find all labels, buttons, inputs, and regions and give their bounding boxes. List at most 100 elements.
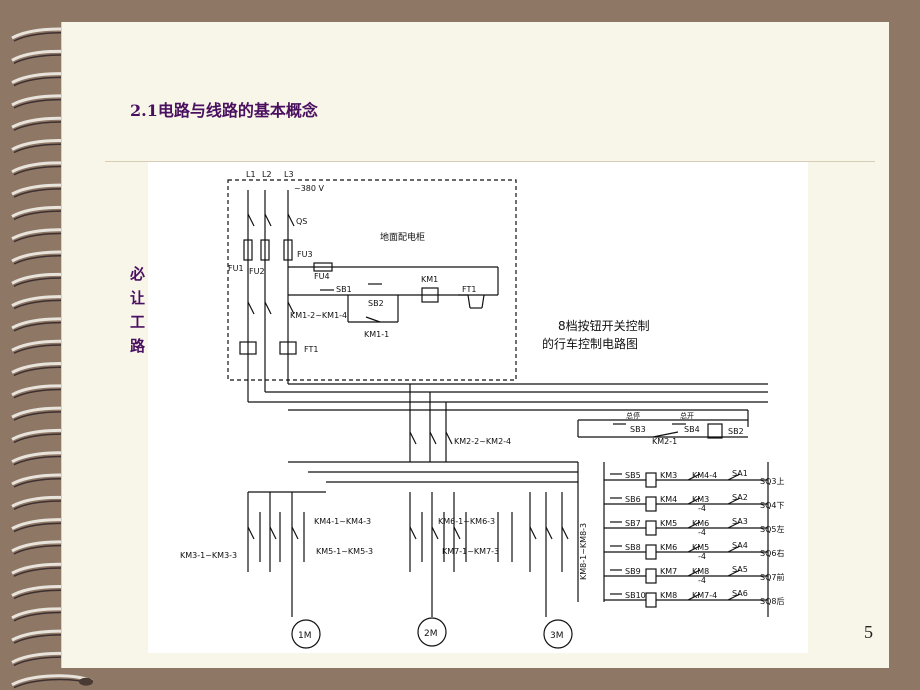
fuse-fu4 [313,262,333,272]
fuse-fu2 [260,239,270,261]
selector-label: SA5 [732,565,748,574]
qs-label: QS [296,217,307,226]
km1-coil-label: KM1 [421,275,438,284]
coil-label: KM3 [660,471,677,480]
interlock-sub-label: -4 [698,552,706,561]
motor-3m [543,619,573,649]
limit-switch-label: SQ8后 [760,596,784,606]
interlock-sub-label: -4 [698,504,706,513]
interlock-label: KM6 [692,519,709,528]
title-divider [105,161,875,162]
selector-contact [727,473,741,481]
coil-km2 [707,423,723,439]
phase-l1: L1 [246,170,256,179]
coil-label: KM5 [660,519,677,528]
limit-switch-label: SQ6右 [760,548,784,558]
button-label: SB10 [625,591,646,600]
selector-label: SA3 [732,517,748,526]
selector-contact [727,497,741,505]
fuse-fu3 [283,239,293,261]
coil-km1 [421,287,439,303]
button-label: SB6 [625,495,641,504]
interlock-label: KM8 [692,567,709,576]
interlock-contact [687,473,701,481]
partial-char: 必 [130,265,146,283]
km5-contacts-label: KM5-1~KM5-3 [316,547,373,556]
partial-char: 让 [130,289,146,307]
interlock-label: KM4-4 [692,471,717,480]
motor-branch-2 [409,492,467,572]
sb2b-label: SB2 [728,427,744,436]
interlock-contact [687,545,701,553]
phase-l2: L2 [262,170,272,179]
km3-contacts-label: KM3-1~KM3-3 [180,551,237,560]
coil-symbol [645,472,657,488]
coil-symbol [645,496,657,512]
selector-contact [727,545,741,553]
motor-branch-3 [497,492,569,572]
km2-contacts-label: KM2-2~KM2-4 [454,437,511,446]
sb2-label: SB2 [368,299,384,308]
km8-contacts-label: KM8-1~KM8-3 [579,523,588,580]
selector-label: SA6 [732,589,748,598]
limit-switch-label: SQ3上 [760,477,784,486]
fu1-label: FU1 [228,264,244,273]
partial-char: 路 [130,337,146,355]
motor-1m-label: 1M [298,631,312,641]
sb1-label: SB1 [336,285,352,294]
limit-switch-label: SQ4下 [760,501,784,510]
km1-contacts-label: KM1-2~KM1-4 [290,311,347,320]
selector-contact [727,593,741,601]
coil-label: KM4 [660,495,677,504]
sb4-label: SB4 [684,425,700,434]
ft1-contact-label: FT1 [462,285,476,294]
fu3-label: FU3 [297,250,313,259]
interlock-contact [687,521,701,529]
motor-3m-label: 3M [550,631,564,641]
fu4-label: FU4 [314,272,330,281]
motor-2m-label: 2M [424,629,438,639]
motor-branch-1 [247,491,326,572]
button-label: SB7 [625,519,641,528]
cabinet-box [227,179,517,381]
interlock-label: KM3 [692,495,709,504]
motor-2m [417,617,447,647]
coil-symbol [645,592,657,608]
cabinet-label: 地面配电柜 [380,231,425,243]
slide-title: 2.1电路与线路的基本概念 [130,101,318,120]
interlock-label: KM5 [692,543,709,552]
interlock-sub-label: -4 [698,576,706,585]
km4-contacts-label: KM4-1~KM4-3 [314,517,371,526]
selector-label: SA2 [732,493,748,502]
selector-label: SA4 [732,541,748,550]
button-label: SB9 [625,567,641,576]
control-ladder [604,472,768,608]
coil-label: KM7 [660,567,677,576]
limit-switch-label: SQ7前 [760,572,784,582]
button-label: SB5 [625,471,641,480]
partial-char: 工 [130,313,146,331]
binding-hole [79,677,93,686]
motor-1m [291,619,321,649]
ft1-label: FT1 [304,345,318,354]
coil-label: KM8 [660,591,677,600]
circuit-diagram: L1 L2 L3 ~380 V QS 地面配电柜 FU1 FU2 FU3 FU4… [148,162,808,653]
zongting-label: 总停 [626,411,640,420]
fu2-label: FU2 [249,267,265,276]
selector-contact [727,521,741,529]
selector-contact [727,569,741,577]
voltage-label: ~380 V [294,184,325,193]
caption-line1: 8档按钮开关控制 [558,318,650,333]
button-label: SB8 [625,543,641,552]
partial-body-text: 必 让 工 路 [130,262,150,358]
coil-label: KM6 [660,543,677,552]
coil-symbol [645,520,657,536]
limit-switch-label: SQ5左 [760,524,784,534]
km7-contacts-label: KM7-1~KM7-3 [442,547,499,556]
km1-1-label: KM1-1 [364,330,389,339]
interlock-contact [687,593,701,601]
interlock-contact [687,497,701,505]
interlock-label: KM7-4 [692,591,717,600]
km6-contacts-label: KM6-1~KM6-3 [438,517,495,526]
interlock-sub-label: -4 [698,528,706,537]
